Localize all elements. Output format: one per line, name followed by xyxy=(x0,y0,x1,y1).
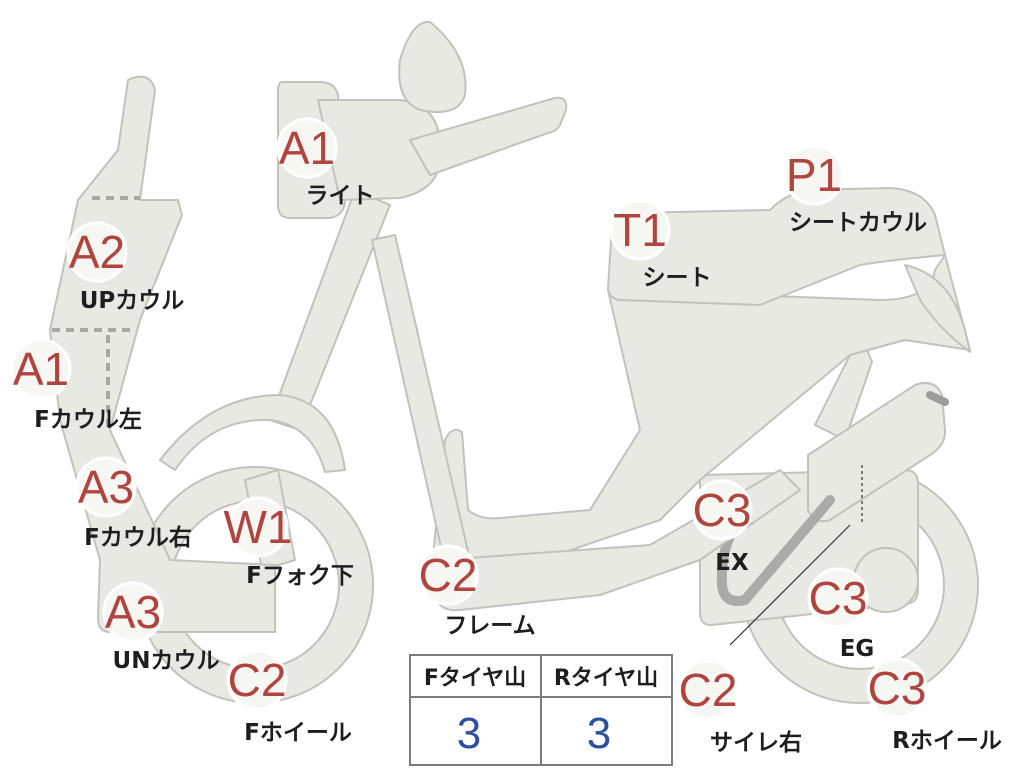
part-seat-cowl[interactable]: P1 シートカウル xyxy=(783,144,927,236)
part-f-cowl-right[interactable]: A3 Fカウル右 xyxy=(75,456,192,551)
part-label: EX xyxy=(715,550,749,576)
part-code: A2 xyxy=(69,226,125,278)
part-label: Fホイール xyxy=(244,720,352,746)
part-light[interactable]: A1 ライト xyxy=(276,117,375,209)
motorcycle-silhouette xyxy=(49,20,979,704)
part-frame[interactable]: C2 フレーム xyxy=(417,544,536,639)
part-label: EG xyxy=(840,636,875,662)
part-code: C2 xyxy=(679,664,738,716)
part-seat[interactable]: T1 シート xyxy=(609,199,712,291)
rear-tire-tread-header: Rタイヤ山 xyxy=(554,666,658,691)
part-code: A3 xyxy=(105,586,161,638)
part-un-cowl[interactable]: A3 UNカウル xyxy=(102,581,220,674)
part-label: UPカウル xyxy=(80,288,185,314)
handlebar-shape xyxy=(409,96,568,176)
part-code: A1 xyxy=(13,343,69,395)
part-silencer-right[interactable]: C2 サイレ右 xyxy=(677,659,802,756)
rear-tire-tread-value: 3 xyxy=(587,709,611,758)
front-fender-shape xyxy=(159,394,346,473)
part-code: A3 xyxy=(78,461,134,513)
part-code: C3 xyxy=(693,484,752,536)
tire-tread-table: Fタイヤ山 Rタイヤ山 3 3 xyxy=(409,654,673,766)
part-label: Fフォク下 xyxy=(246,563,354,589)
front-down-tube-shape xyxy=(371,234,471,566)
part-code: C2 xyxy=(228,654,287,706)
part-label: Rホイール xyxy=(892,728,1002,754)
part-label: Fカウル右 xyxy=(84,524,192,551)
part-code: C3 xyxy=(868,662,927,714)
part-code: T1 xyxy=(613,204,667,256)
part-label: ライト xyxy=(306,183,375,209)
part-up-cowl[interactable]: A2 UPカウル xyxy=(66,221,185,314)
part-label: Fカウル左 xyxy=(34,407,142,433)
front-tire-tread-header: Fタイヤ山 xyxy=(424,666,526,691)
part-code: P1 xyxy=(786,149,842,201)
part-f-cowl-left[interactable]: A1 Fカウル左 xyxy=(10,338,142,433)
part-code: W1 xyxy=(224,501,293,553)
part-r-wheel[interactable]: C3 Rホイール xyxy=(866,657,1002,754)
tail-cowl-fin-shape xyxy=(904,264,971,353)
part-label: UNカウル xyxy=(113,648,220,674)
part-code: C3 xyxy=(809,572,868,624)
part-label: シート xyxy=(643,265,712,291)
silencer-leader-line xyxy=(729,524,851,646)
part-label: サイレ右 xyxy=(710,729,802,756)
part-eg[interactable]: C3 EG xyxy=(807,567,875,662)
mirror-shape xyxy=(398,20,467,114)
part-ex[interactable]: C3 EX xyxy=(691,479,753,576)
part-label: フレーム xyxy=(444,613,535,639)
front-tire-tread-value: 3 xyxy=(457,709,481,758)
part-code: A1 xyxy=(279,122,335,174)
part-label: シートカウル xyxy=(789,210,927,236)
steering-column-shape xyxy=(269,189,391,431)
part-code: C2 xyxy=(419,549,478,601)
part-f-fork-lower[interactable]: W1 Fフォク下 xyxy=(224,496,354,589)
part-f-wheel[interactable]: C2 Fホイール xyxy=(226,649,352,746)
